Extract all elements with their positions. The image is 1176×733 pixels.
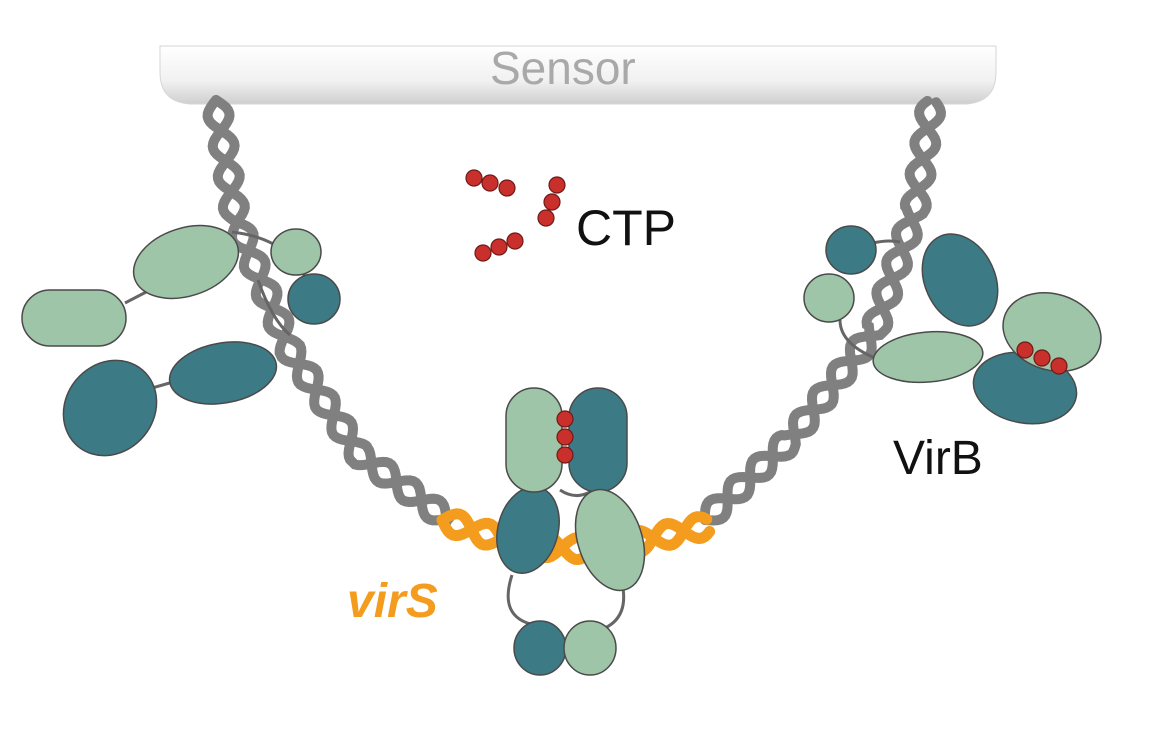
virb-dimer-left bbox=[21, 224, 341, 457]
virb-label: VirB bbox=[893, 432, 983, 485]
sensor-label: Sensor bbox=[490, 42, 636, 94]
virb-center-front-domain bbox=[574, 488, 646, 592]
dna-strand bbox=[436, 508, 713, 565]
dna-strand bbox=[436, 514, 716, 566]
ctp-molecule bbox=[537, 176, 566, 227]
ctp-molecule bbox=[465, 169, 516, 197]
dna-strand bbox=[207, 95, 455, 526]
ctp-molecules bbox=[465, 169, 566, 262]
virs-label: virS bbox=[347, 575, 438, 628]
virs-dna-segment bbox=[436, 508, 716, 566]
ctp-molecule bbox=[474, 232, 524, 262]
sensor-surface bbox=[159, 45, 997, 105]
virb-dimer-right bbox=[803, 225, 1102, 425]
ctp-label: CTP bbox=[576, 200, 676, 256]
dna-strand bbox=[699, 97, 946, 525]
dna-helix bbox=[202, 95, 946, 527]
